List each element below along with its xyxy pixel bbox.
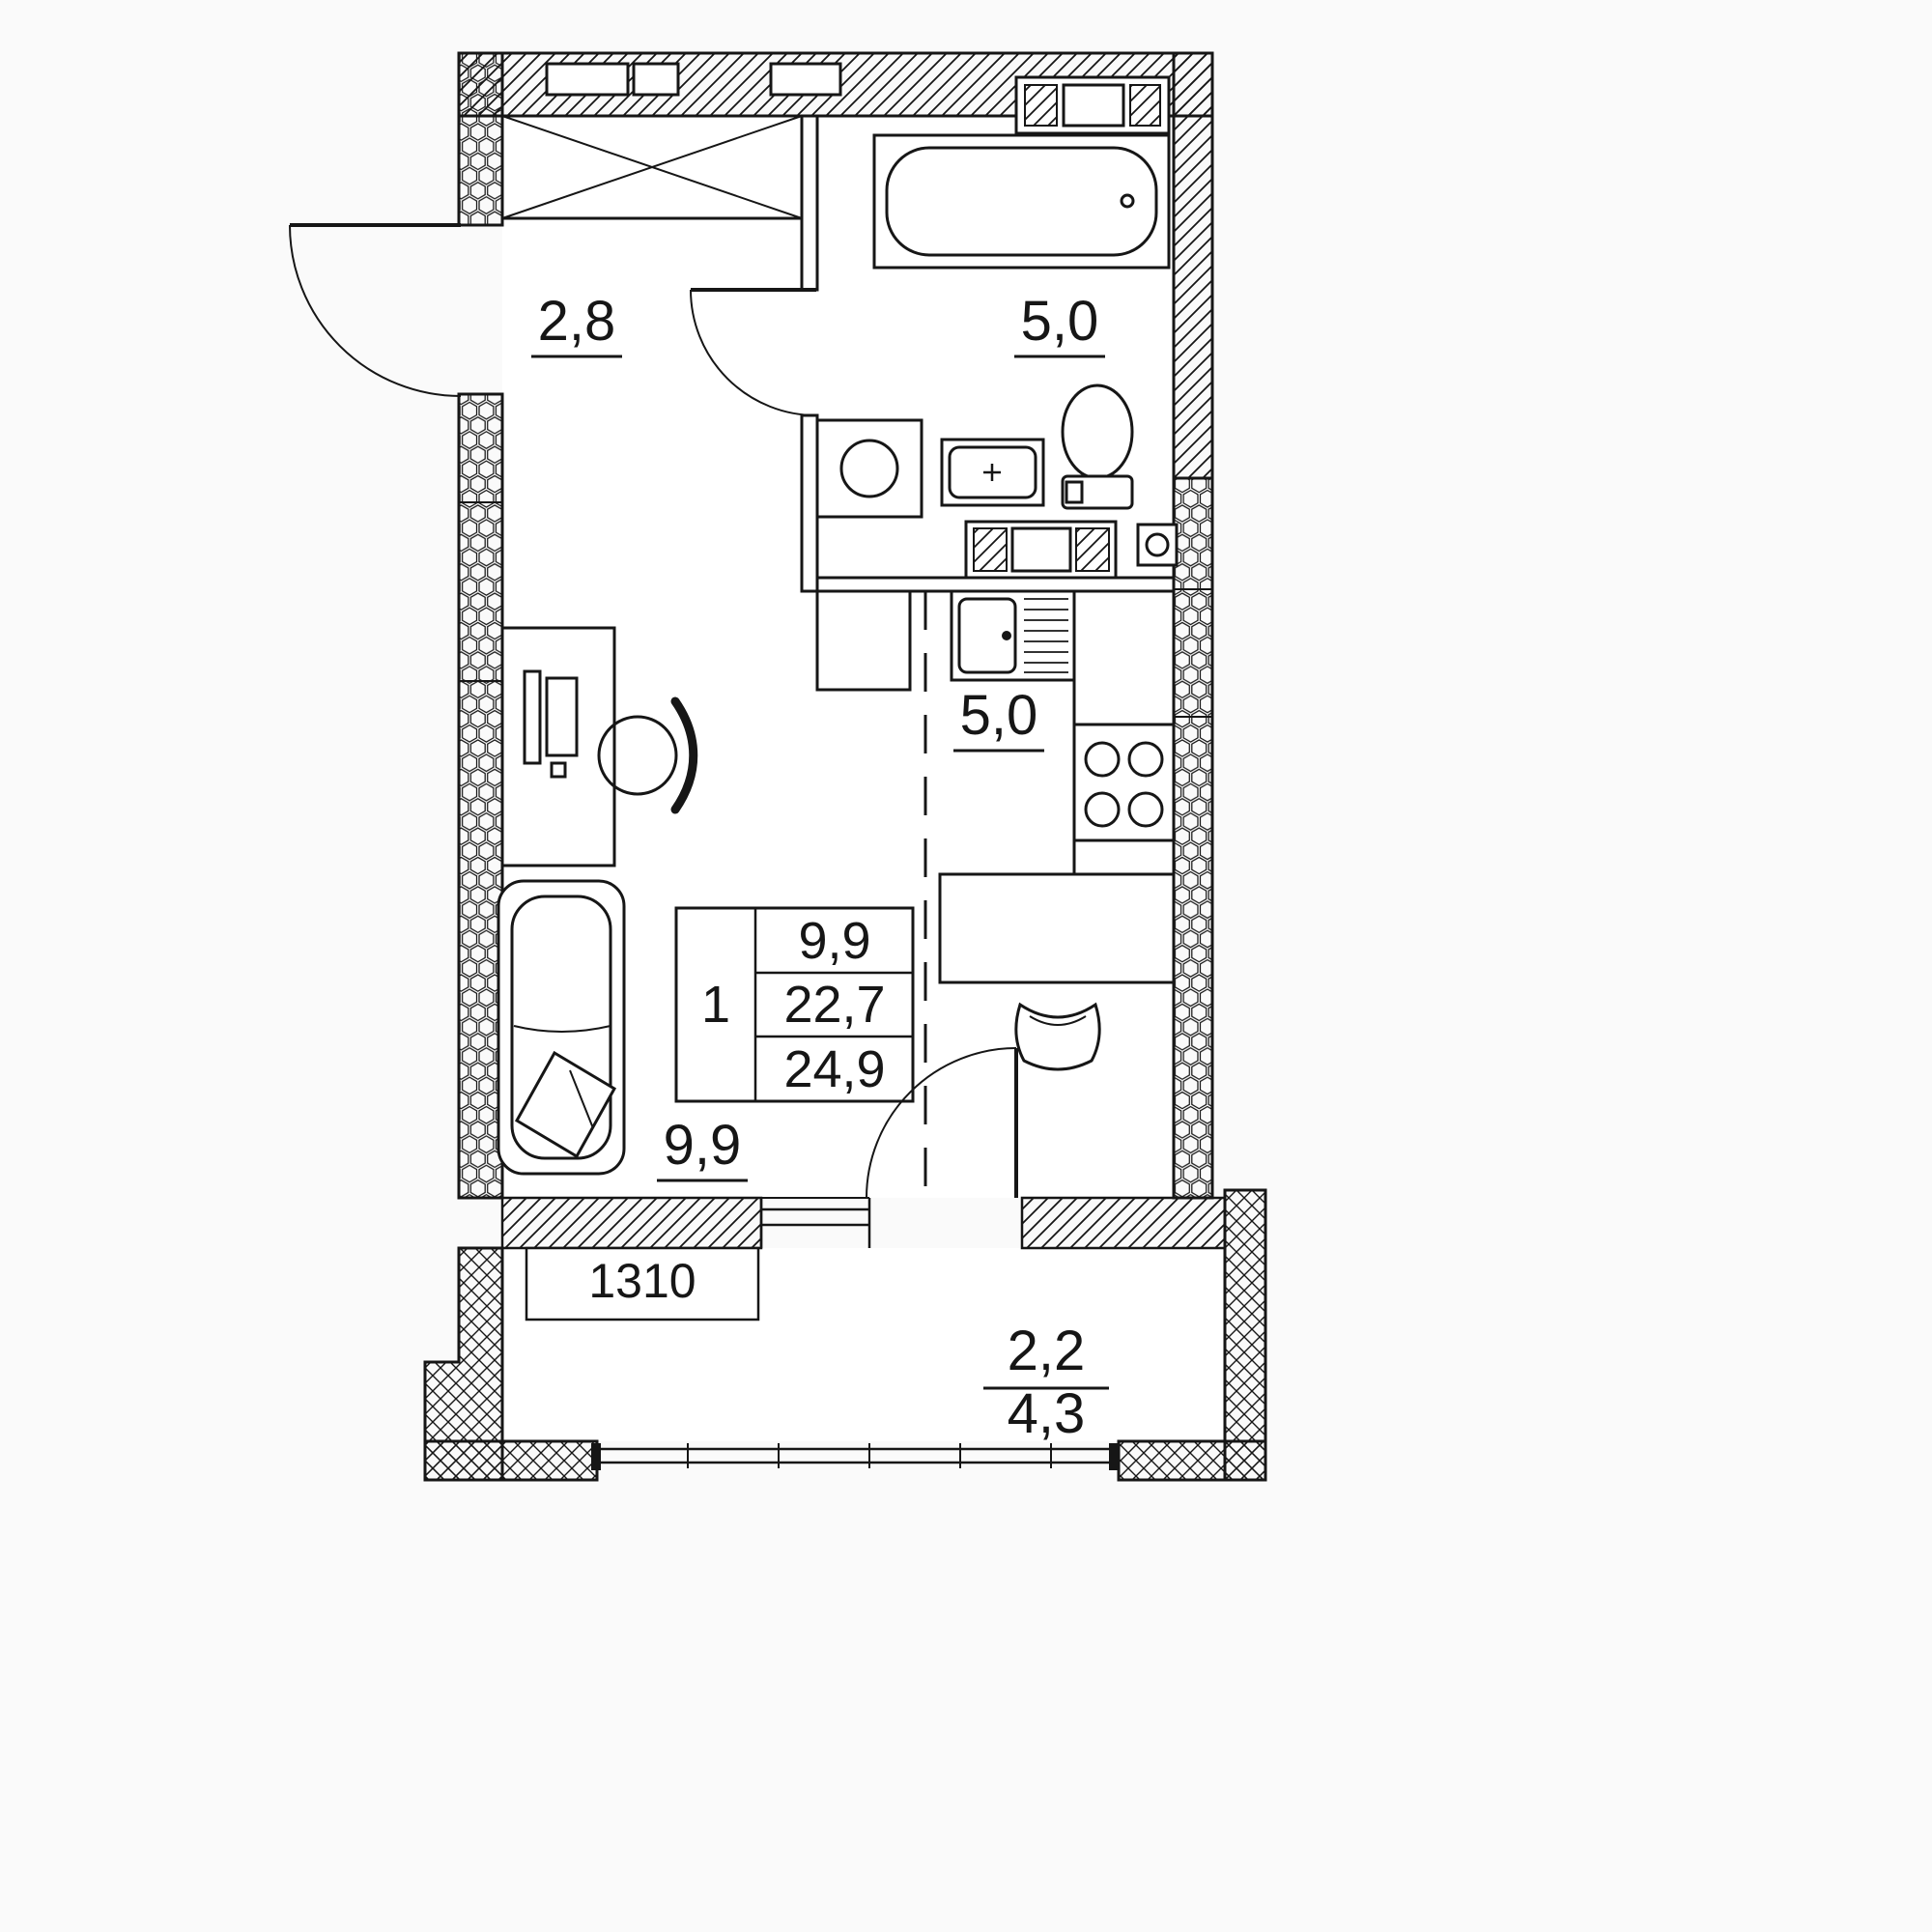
balcony-dimension: 1310 xyxy=(525,1246,760,1321)
vent-shaft-top xyxy=(1014,75,1171,135)
kitchen-area-text: 5,0 xyxy=(960,684,1038,747)
balcony-walls xyxy=(423,1188,1267,1482)
balcony-area-coeff-text: 2,2 xyxy=(1008,1320,1086,1382)
right-wall-upper xyxy=(1172,51,1214,480)
right-wall-lower xyxy=(1172,476,1214,1200)
rooms-count: 1 xyxy=(701,976,730,1034)
bathtub-drain xyxy=(1120,193,1135,209)
kitchen-sink-unit xyxy=(950,589,1076,682)
balcony-dimension-text: 1310 xyxy=(588,1254,696,1308)
bathroom-walls xyxy=(800,114,1176,593)
left-wall-lower xyxy=(457,392,504,1200)
kitchen-chair xyxy=(1014,1002,1101,1071)
bathroom-door xyxy=(690,288,817,416)
toilet xyxy=(1061,384,1134,510)
washing-machine xyxy=(815,418,923,519)
entrance-door-swing-arc xyxy=(289,224,462,397)
sofa-blanket xyxy=(514,1050,617,1159)
top-wall-openings xyxy=(545,62,842,97)
bathroom-door-swing-arc xyxy=(690,289,817,416)
kitchen-tall-unit xyxy=(815,589,912,692)
living-area-text: 9,9 xyxy=(664,1114,742,1177)
summary-table: 1 9,9 22,7 24,9 xyxy=(674,906,915,1103)
bathtub xyxy=(872,133,1171,270)
balcony-glazing xyxy=(591,1443,1119,1470)
entrance-door xyxy=(289,223,462,397)
hallway-area-label: 2,8 xyxy=(531,290,622,358)
total-area-value: 24,9 xyxy=(783,1040,885,1098)
desk-chair xyxy=(597,696,698,814)
monitor xyxy=(523,669,542,765)
desk xyxy=(500,626,616,867)
balcony-area-full-text: 4,3 xyxy=(1008,1382,1086,1445)
living-area-value: 9,9 xyxy=(798,912,870,970)
balcony-window xyxy=(759,1197,871,1248)
vent-shaft-bathroom xyxy=(964,520,1118,580)
mouse xyxy=(550,761,567,779)
living-area-label: 9,9 xyxy=(657,1114,748,1182)
balcony-door-swing-arc xyxy=(866,1047,1017,1199)
wardrobe xyxy=(500,114,804,220)
hallway-area-text: 2,8 xyxy=(538,290,616,353)
washbasin xyxy=(940,438,1045,507)
bathroom-area-text: 5,0 xyxy=(1021,290,1099,353)
stove xyxy=(1072,723,1176,842)
balcony-area-label: 2,2 4,3 xyxy=(983,1320,1109,1445)
sofa xyxy=(497,879,626,1176)
kitchen-table xyxy=(938,872,1176,984)
pipe-riser xyxy=(1136,523,1179,567)
drainboard xyxy=(1024,598,1068,673)
sink-faucet xyxy=(1002,631,1011,640)
pc-tower xyxy=(545,676,579,757)
kitchen-area-label: 5,0 xyxy=(953,684,1044,753)
area-no-balcony-value: 22,7 xyxy=(783,976,885,1034)
bathroom-area-label: 5,0 xyxy=(1014,290,1105,358)
balcony-door xyxy=(866,1047,1018,1199)
